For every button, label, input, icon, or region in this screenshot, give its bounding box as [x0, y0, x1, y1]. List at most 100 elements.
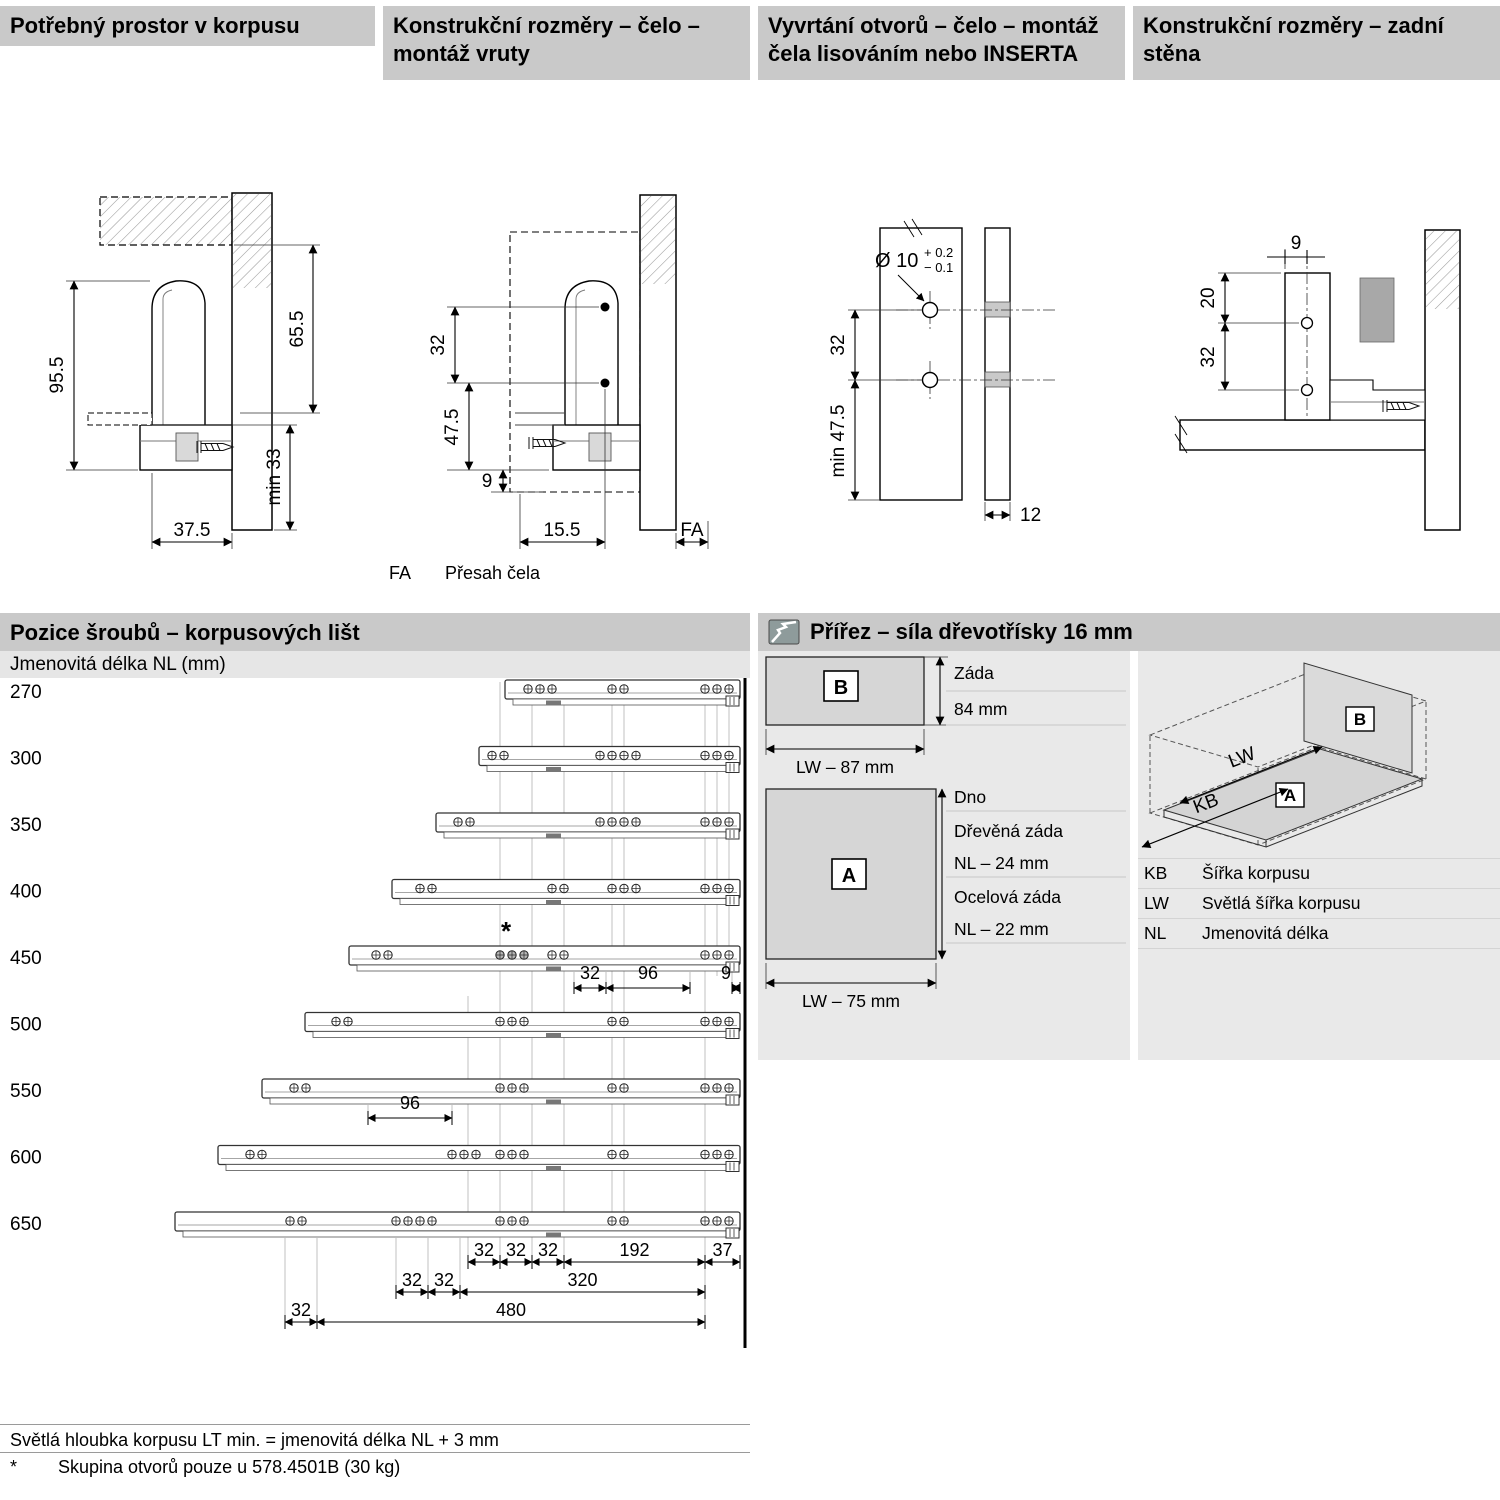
cutting-title: Přířez – síla dřevotřísky 16 mm [810, 618, 1133, 644]
rail-latch [546, 767, 561, 771]
board-hatch [233, 194, 271, 288]
rail-length-label: 400 [10, 882, 42, 903]
legend-row-kb: KB Šířka korpusu [1138, 859, 1500, 889]
legend-key: LW [1144, 893, 1169, 913]
rail-flange [512, 698, 731, 706]
panel-b-height: 84 mm [954, 699, 1007, 719]
panel4-title: Konstrukční rozměry – zadní stěna [1143, 13, 1444, 67]
footer-note-lt: Světlá hloubka korpusu LT min. = jmenovi… [10, 1430, 499, 1450]
rail-flange [225, 1164, 731, 1171]
rail-row-350: 350 [10, 812, 741, 840]
dimension-lines [450, 306, 709, 547]
dimension-label: 32 [434, 1270, 454, 1290]
rail-latch [546, 900, 561, 904]
section-header-drilling: Vyvrtání otvorů – čelo – montáž čela lis… [758, 6, 1125, 80]
dim-37-5: 37.5 [174, 520, 211, 541]
iso-kb-dim [1141, 787, 1289, 849]
dimension-lines [1220, 250, 1325, 391]
cabinet-top-panel [99, 196, 233, 246]
front-panel-section [879, 227, 963, 501]
rail-latch [546, 966, 561, 971]
panel-a-label-box [831, 858, 867, 890]
drawer-side-profile [151, 280, 206, 470]
screw-position-lower [600, 378, 610, 388]
dimension-lines [69, 244, 318, 547]
rail-body [348, 945, 741, 966]
dim-95-5: 95.5 [47, 357, 68, 394]
dim-diameter: Ø 10 [875, 250, 918, 272]
rail-length-label: 650 [10, 1214, 42, 1235]
dim-32: 32 [1198, 346, 1219, 367]
diagram-front-screw-mounting: 32 47.5 9 15.5 FA FA Přesah čela [389, 194, 709, 583]
profile-inner-line [162, 289, 173, 470]
section-header-cutting: Přířez – síla dřevotřísky 16 mm [758, 613, 1500, 651]
diagram-drilling: Ø 10 + 0.2 − 0.1 32 min 47.5 12 [828, 218, 1058, 526]
dimension-label: 32 [538, 1240, 558, 1260]
dim-fa: FA [680, 520, 704, 541]
iso-b-label-box [1345, 706, 1375, 732]
dim-tol-minus: − 0.1 [924, 260, 953, 275]
saw-icon [768, 619, 800, 645]
dimension-label: 32 [580, 963, 600, 983]
panel3-title: Vyvrtání otvorů – čelo – montáž čela lis… [768, 13, 1099, 67]
dim-12: 12 [1020, 505, 1041, 526]
legend-key: KB [1144, 863, 1168, 883]
panel-a-row-nl22: NL – 22 mm [954, 919, 1049, 939]
drawer-bottom-panel [87, 412, 153, 426]
rail-latch [546, 1033, 561, 1037]
panel-b-label-box [823, 670, 859, 702]
screw-icon [196, 441, 235, 453]
rail-row-270: 270 [10, 679, 741, 707]
rail-latch [546, 700, 561, 705]
rail-length-label: 270 [10, 682, 42, 703]
rail-flange [443, 831, 731, 839]
panel-b-label: B [834, 677, 848, 699]
rail-end-fitting [725, 828, 740, 840]
iso-lw-label: LW [1226, 743, 1259, 772]
diagram-drawer-iso: B A LW KB [1141, 662, 1428, 849]
rail-row-600: 600 [10, 1144, 741, 1172]
rail-latch [546, 1232, 561, 1237]
screws-subtitle-bar: Jmenovitá délka NL (mm) [0, 651, 750, 678]
dimension-label: 37 [712, 1240, 732, 1260]
board-hatch [1426, 231, 1459, 309]
dim-min-47-5: min 47.5 [828, 405, 849, 478]
section-header-front-screws: Konstrukční rozměry – čelo – montáž vrut… [383, 6, 750, 80]
legend-value: Šířka korpusu [1202, 863, 1310, 883]
drill-hole-lower [921, 371, 939, 389]
rail-end-fitting [725, 1028, 740, 1039]
dim-32: 32 [828, 334, 849, 355]
rail-length-label: 500 [10, 1015, 42, 1036]
dimension-label: 32 [474, 1240, 494, 1260]
legend-value: Jmenovitá délka [1202, 923, 1329, 943]
leader-line [897, 274, 925, 302]
dim-min-33: min 33 [264, 448, 285, 505]
rail-bracket [1359, 277, 1395, 343]
screws-subtitle: Jmenovitá délka NL (mm) [10, 654, 226, 675]
rear-panel [1284, 272, 1331, 421]
dimension-label: 480 [496, 1300, 526, 1320]
rail-end-fitting [725, 961, 740, 973]
dimension-label: 96 [638, 963, 658, 983]
section-header-screw-positions: Pozice šroubů – korpusových lišt [0, 613, 750, 651]
rail-flange [399, 898, 731, 905]
rail-body [174, 1211, 741, 1232]
legend-key: NL [1144, 923, 1167, 943]
panel-b-name: Záda [954, 663, 994, 683]
diagram-cutting-panels: B Záda 84 mm LW – 87 mm A Dno Dřevěná zá… [765, 656, 1126, 1011]
dim-65-5: 65.5 [287, 311, 308, 348]
panel-b-width: LW – 87 mm [796, 757, 894, 777]
asterisk-marker: * [501, 916, 512, 946]
rail-row-450: 450 [10, 945, 741, 973]
board-hatch [641, 196, 675, 284]
note-key: FA [389, 563, 411, 583]
rail-body [435, 812, 741, 833]
dimension-label: 192 [619, 1240, 649, 1260]
bottom-panel [1179, 419, 1426, 451]
rail-flange [356, 964, 731, 972]
dimension-label: 32 [402, 1270, 422, 1290]
divider [0, 1452, 750, 1453]
dim-32: 32 [428, 334, 449, 355]
